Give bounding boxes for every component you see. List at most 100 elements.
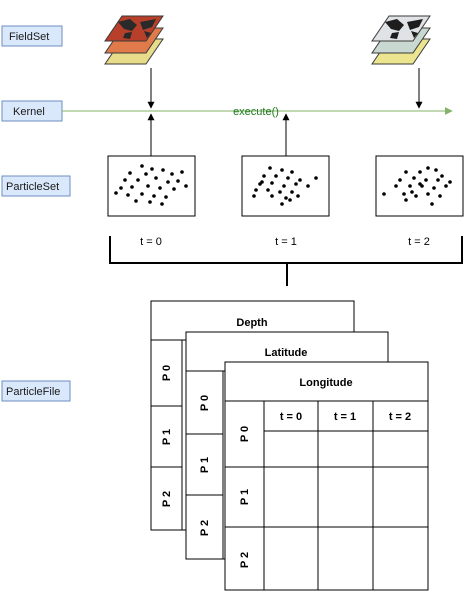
particle-dot [161,168,165,172]
particle-dot [180,170,184,174]
particlefile-label-box: ParticleFile [1,380,71,402]
time-label-t1: t = 1 [275,236,297,248]
particle-dot [144,172,148,176]
depth-row-p2: P 2 [161,491,173,507]
time-label-t0: t = 0 [140,236,162,248]
particle-dot [280,202,284,206]
longitude-title: Longitude [299,377,352,389]
particle-dots [114,164,452,206]
particle-dot [426,192,430,196]
particle-dot [296,194,300,198]
particle-dot [262,174,266,178]
particleset-label: ParticleSet [6,181,59,193]
particle-dot [270,194,274,198]
particle-dot [314,176,318,180]
particle-dot [284,196,288,200]
particle-dot [306,184,310,188]
particle-dot [408,184,412,188]
particle-dot [274,174,278,178]
kernel-label: Kernel [13,106,45,118]
particle-dot [290,190,294,194]
particle-dot [410,190,414,194]
depth-title: Depth [236,317,267,329]
particle-dot [134,199,138,203]
latitude-row-p0: P 0 [199,395,211,411]
particle-dot [130,185,134,189]
particle-dot [266,188,270,192]
particle-dot [270,181,274,185]
particle-dot [436,178,440,182]
particle-dot [402,192,406,196]
particle-dot [140,164,144,168]
particle-dot [136,178,140,182]
particle-dot [414,194,418,198]
particle-dot [282,184,286,188]
particle-dot [444,184,448,188]
longitude-col-t2: t = 2 [389,411,411,423]
particle-dot [260,180,264,184]
particle-dot [166,180,170,184]
particle-dot [298,178,302,182]
particle-dot [412,176,416,180]
particle-dot [126,193,130,197]
particle-dot [146,184,150,188]
particle-dot [114,191,118,195]
particleset-label-box: ParticleSet [1,175,71,197]
particle-dot [252,194,256,198]
longitude-table: Longitude t = 0 t = 1 t = 2 P 0 P 1 P 2 [224,361,429,591]
particle-dot [288,198,292,202]
particle-dot [128,171,132,175]
particle-dot [158,186,162,190]
longitude-row-p1: P 1 [239,489,251,505]
longitude-row-p2: P 2 [239,552,251,568]
kernel-label-box: Kernel [1,100,63,122]
particle-dot [152,194,156,198]
particlefile-label: ParticleFile [6,386,60,398]
latitude-row-p1: P 1 [199,457,211,473]
particle-dot [160,202,164,206]
particle-dot [154,176,158,180]
particle-dot [398,178,402,182]
particle-dot [404,198,408,202]
particle-dot [424,178,428,182]
particle-dot [382,192,386,196]
particle-dot [394,184,398,188]
fieldset-label: FieldSet [9,31,49,43]
longitude-col-t1: t = 1 [334,411,356,423]
particle-dot [164,195,168,199]
particle-dot [150,167,154,171]
depth-row-p1: P 1 [161,429,173,445]
particle-dot [148,200,152,204]
particle-dot [440,174,444,178]
fieldset-map-stack-icon [371,15,431,65]
particle-dot [290,170,294,174]
latitude-row-p2: P 2 [199,520,211,536]
execute-label: execute() [233,106,279,118]
particle-dot [119,186,123,190]
particleset-box-t2 [375,155,464,217]
particle-dot [418,170,422,174]
particle-dot [184,184,188,188]
particle-dot [294,182,298,186]
particle-dot [176,179,180,183]
particle-dot [286,176,290,180]
fieldset-map-stack-icon [104,15,164,65]
particle-dot [438,194,442,198]
latitude-title: Latitude [265,347,308,359]
particle-dot [434,168,438,172]
fieldset-label-box: FieldSet [1,25,63,47]
particle-dot [280,168,284,172]
depth-row-p0: P 0 [161,365,173,381]
particle-dot [268,166,272,170]
particleset-box-t0 [107,155,196,217]
particle-dot [430,202,434,206]
particle-dot [448,180,452,184]
particle-dot [432,186,436,190]
particle-dot [172,187,176,191]
particle-dot [254,188,258,192]
particle-dot [278,190,282,194]
longitude-row-p0: P 0 [239,426,251,442]
particle-dot [123,178,127,182]
time-label-t2: t = 2 [408,236,430,248]
